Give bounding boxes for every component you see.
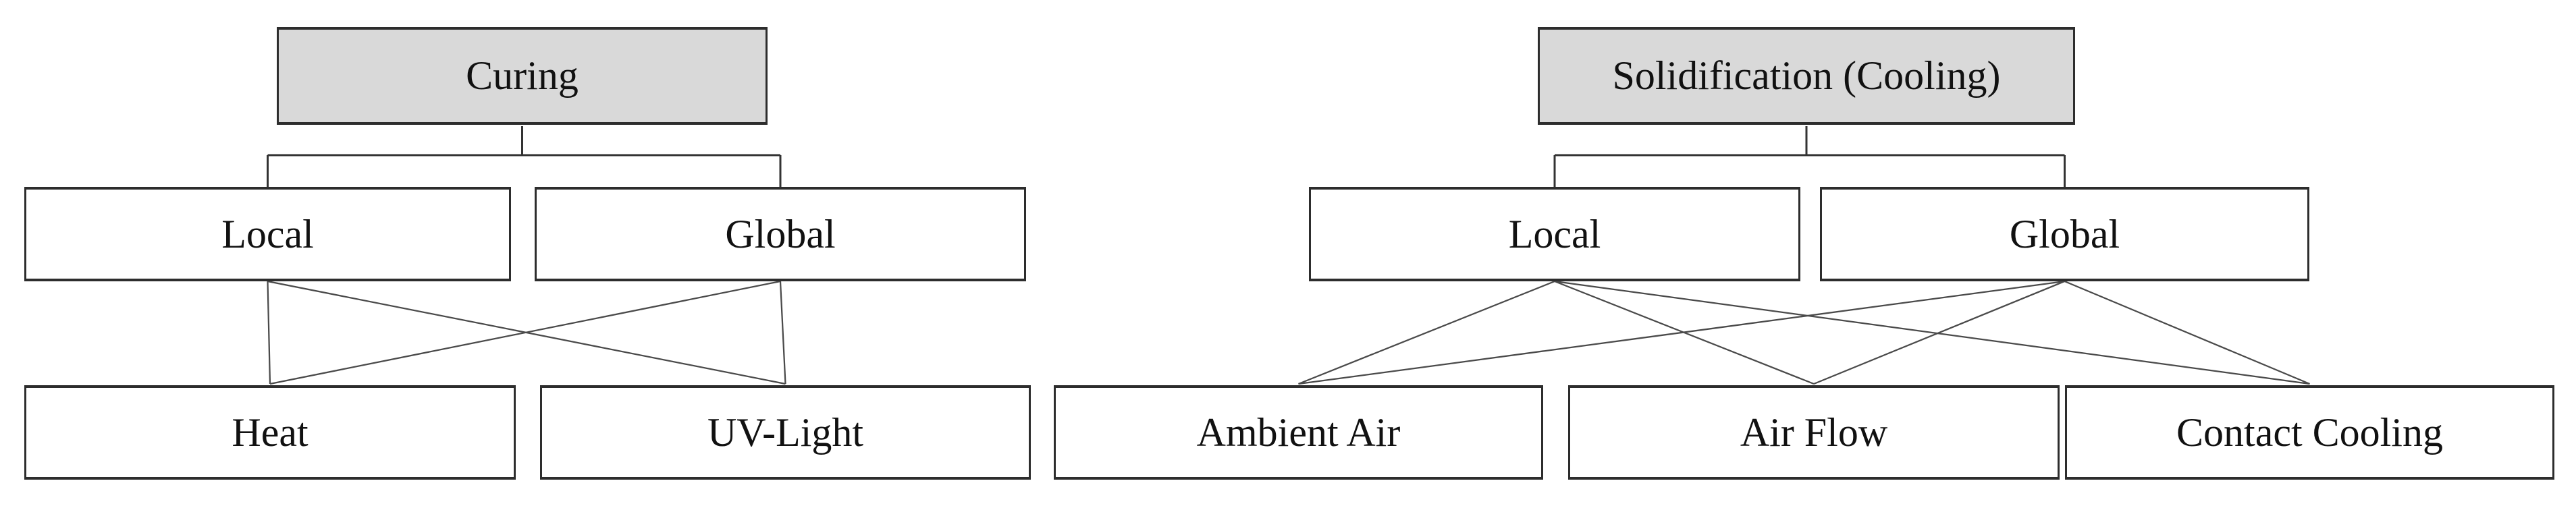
node-label: Ambient Air	[1196, 410, 1401, 455]
curing-global-node: Global	[535, 187, 1026, 281]
solidification-bracket-connector	[1553, 126, 2066, 187]
node-label: Contact Cooling	[2176, 410, 2443, 455]
air-flow-node: Air Flow	[1568, 385, 2060, 480]
node-label: Solidification (Cooling)	[1612, 53, 2001, 98]
curing-local-node: Local	[24, 187, 511, 281]
node-label: Local	[1508, 211, 1601, 256]
ambient-air-node: Ambient Air	[1054, 385, 1543, 480]
solidification-local-node: Local	[1309, 187, 1800, 281]
node-label: Heat	[232, 410, 308, 455]
node-label: Local	[221, 211, 314, 256]
contact-cooling-node: Contact Cooling	[2065, 385, 2554, 480]
curing-cross-connectors	[267, 280, 786, 385]
node-label: Global	[2009, 211, 2120, 256]
node-label: Air Flow	[1740, 410, 1888, 455]
heat-node: Heat	[24, 385, 516, 480]
node-label: UV-Light	[707, 410, 864, 455]
curing-root-node: Curing	[277, 27, 768, 125]
solidification-root-node: Solidification (Cooling)	[1538, 27, 2075, 125]
solidification-cross-connectors	[1298, 280, 2310, 385]
node-label: Curing	[466, 53, 579, 98]
curing-bracket-connector	[267, 126, 782, 187]
node-label: Global	[725, 211, 836, 256]
solidification-global-node: Global	[1820, 187, 2309, 281]
uv-light-node: UV-Light	[540, 385, 1031, 480]
